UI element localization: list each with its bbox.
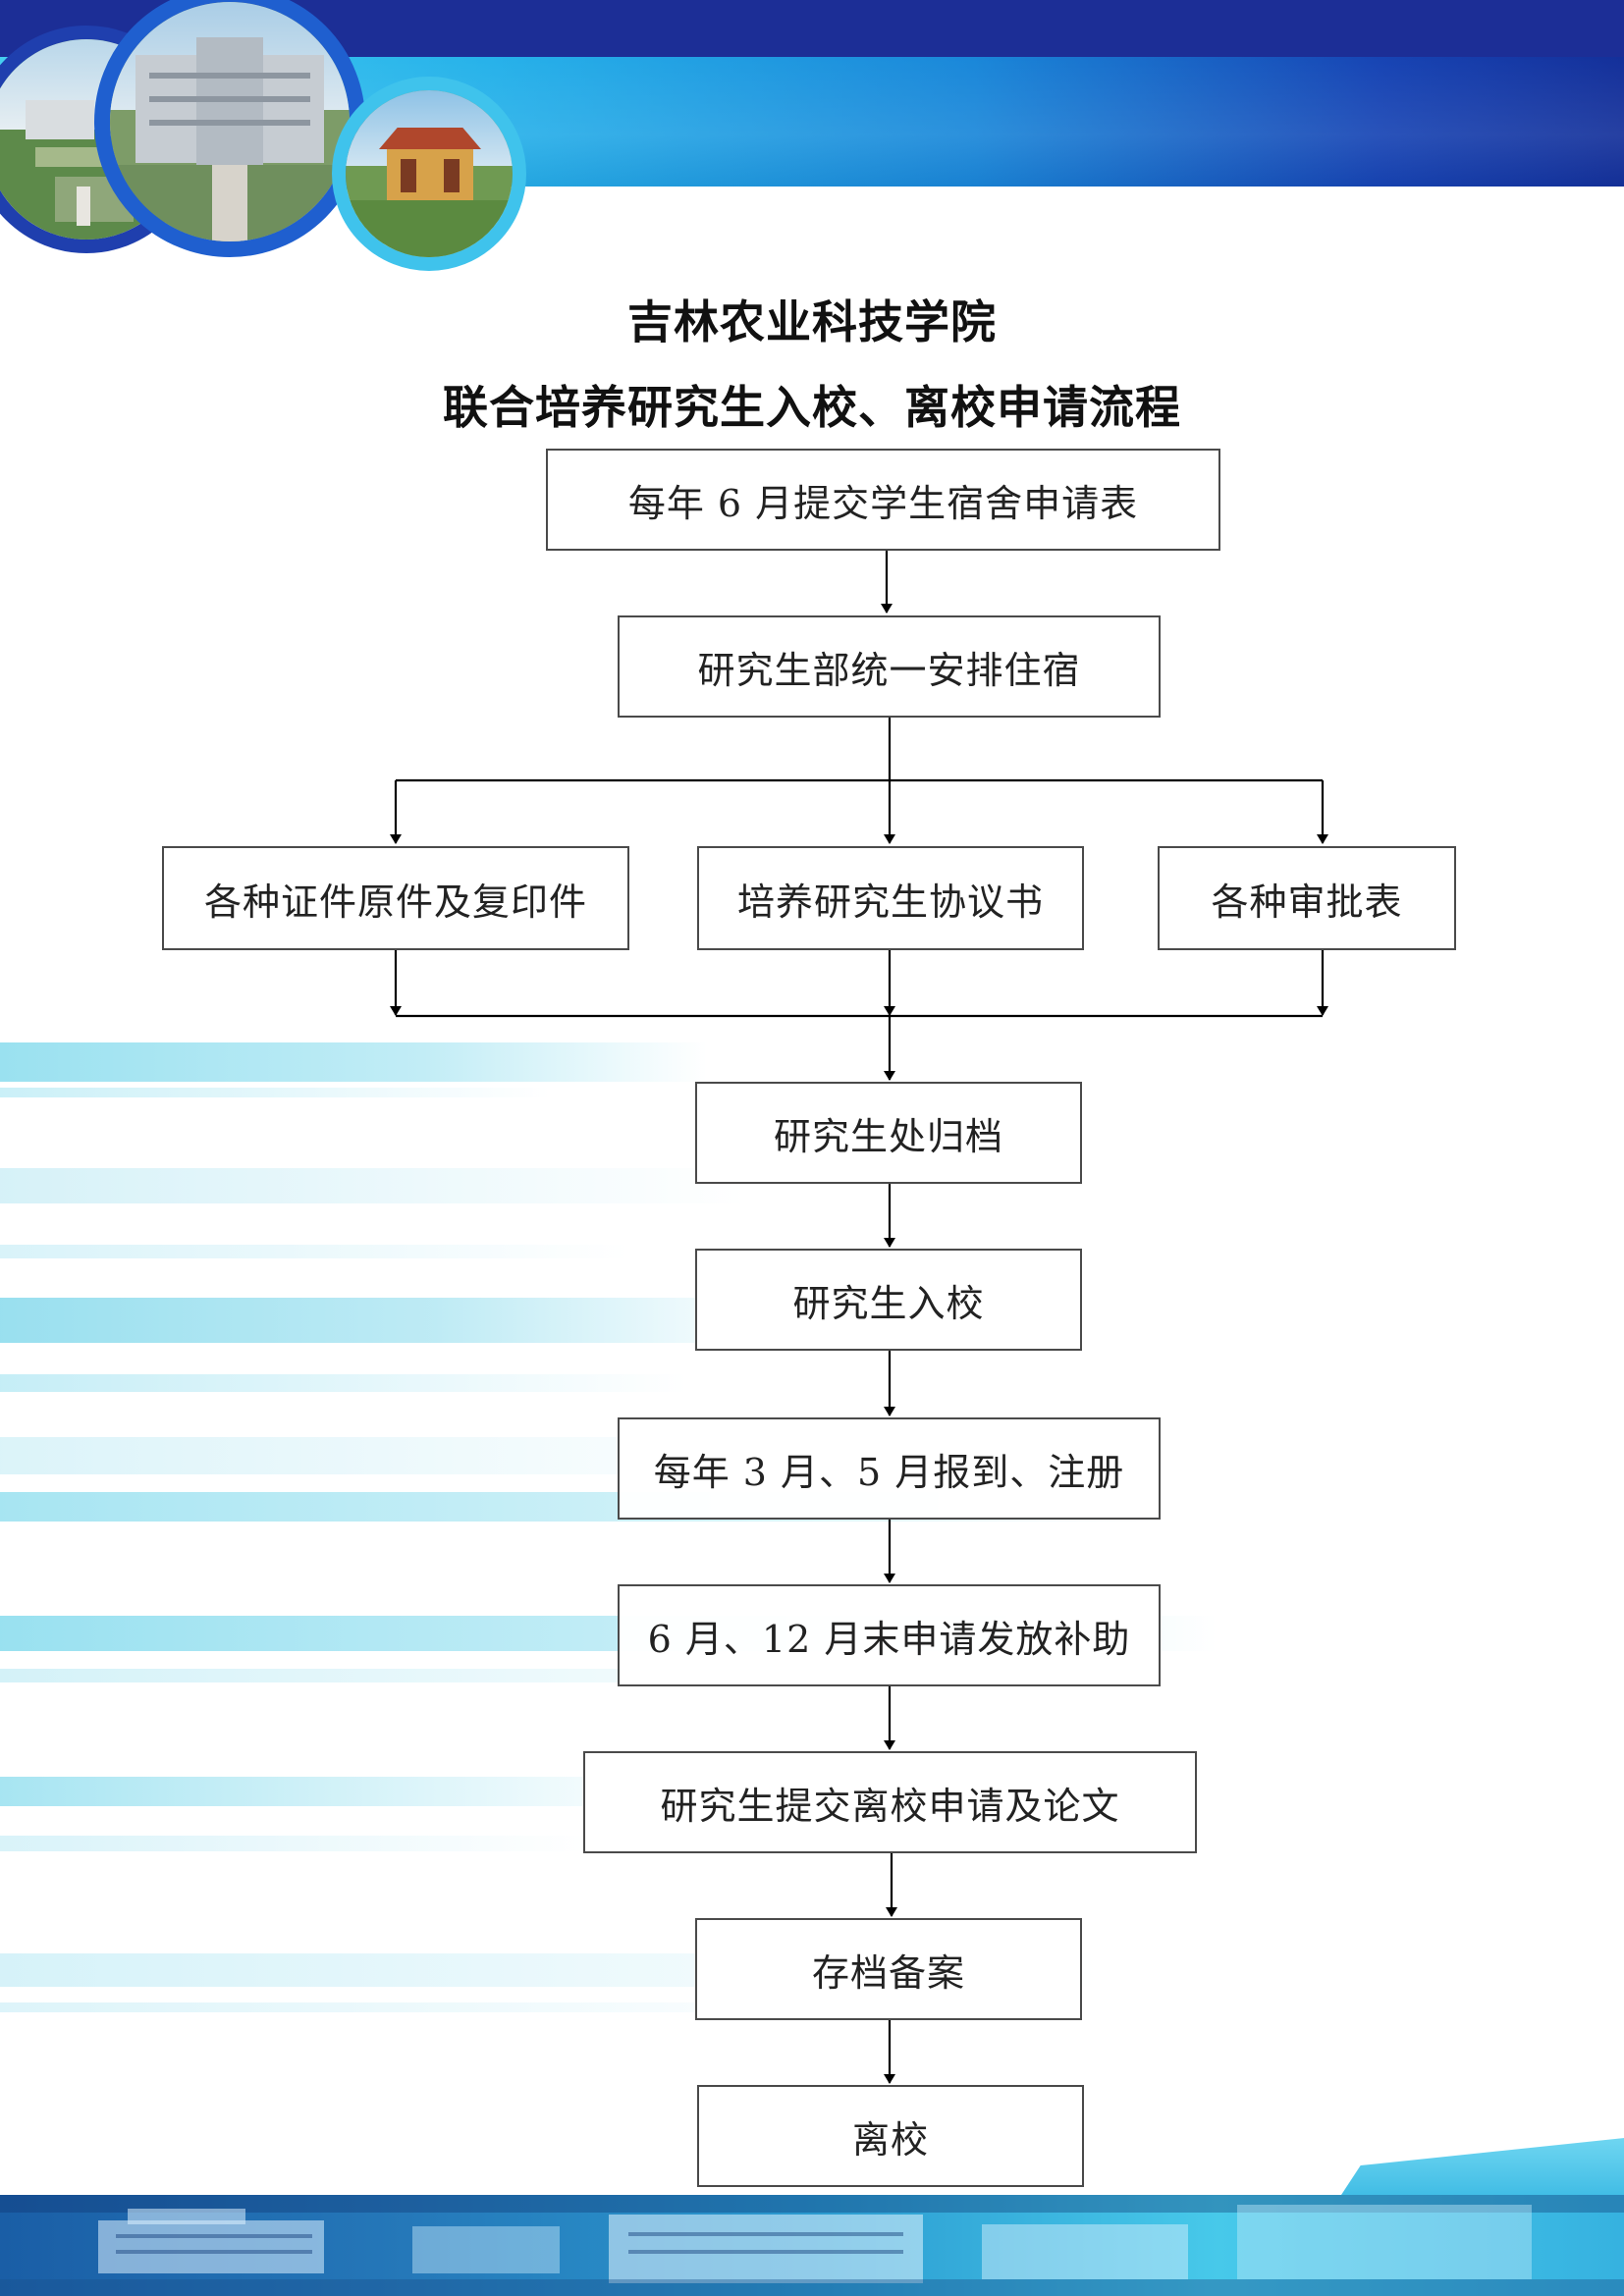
flow-node-dorm-application: 每年 6 月提交学生宿舍申请表	[546, 449, 1220, 551]
flow-node-agreement: 培养研究生协议书	[697, 846, 1084, 950]
flow-node-departure: 离校	[697, 2085, 1084, 2187]
decor-stripe	[0, 1088, 550, 1097]
flow-node-filing: 存档备案	[695, 1918, 1082, 2020]
decor-stripe	[0, 1374, 687, 1392]
flow-node-certificates: 各种证件原件及复印件	[162, 846, 629, 950]
flow-node-archive-office: 研究生处归档	[695, 1082, 1082, 1184]
decor-stripe	[0, 1168, 746, 1203]
document-title-line1: 吉林农业科技学院	[627, 295, 997, 348]
flow-node-enrollment: 研究生入校	[695, 1249, 1082, 1351]
decor-stripe	[0, 1245, 628, 1258]
campus-photo-main-building	[110, 2, 350, 241]
footer-campus-strip	[0, 2195, 1624, 2296]
decor-stripe	[0, 1836, 589, 1851]
decor-stripe	[0, 1777, 687, 1806]
decor-stripe	[0, 1042, 707, 1082]
flow-node-leave-application: 研究生提交离校申请及论文	[583, 1751, 1197, 1853]
flow-node-subsidy: 6 月、12 月末申请发放补助	[618, 1584, 1161, 1686]
document-title-line2: 联合培养研究生入校、离校申请流程	[443, 381, 1181, 434]
campus-photo-pavilion	[346, 90, 513, 257]
decor-stripe	[0, 2002, 884, 2012]
decor-stripe	[0, 1298, 785, 1343]
flow-node-registration: 每年 3 月、5 月报到、注册	[618, 1417, 1161, 1520]
flow-node-arrange-housing: 研究生部统一安排住宿	[618, 615, 1161, 718]
flow-node-approval-forms: 各种审批表	[1158, 846, 1456, 950]
